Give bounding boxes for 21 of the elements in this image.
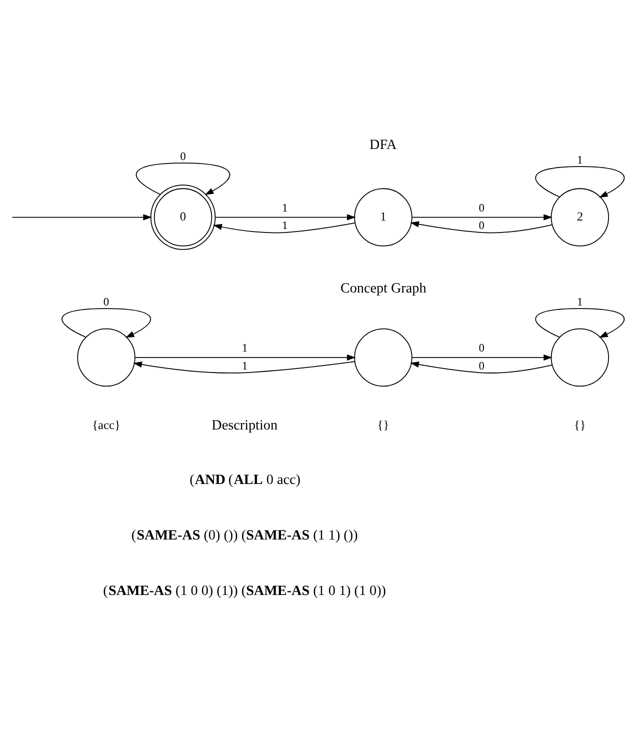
edge-label: 1 xyxy=(242,360,248,372)
edge-label: 0 xyxy=(478,342,484,354)
label: DFA xyxy=(370,136,397,152)
label: (SAME-AS (0) ()) (SAME-AS (1 1) ()) xyxy=(131,526,358,543)
node-label: {acc} xyxy=(92,418,120,432)
edge-label: 0 xyxy=(478,220,484,232)
edge-label: 0 xyxy=(478,360,484,372)
edge-label: 1 xyxy=(577,154,583,166)
label: Description xyxy=(212,416,278,433)
edge-label: 1 xyxy=(282,202,288,214)
label: Concept Graph xyxy=(340,280,426,296)
edge-label: 0 xyxy=(103,296,110,308)
label: (SAME-AS (1 0 0) (1)) (SAME-AS (1 0 1) (1 0)) xyxy=(103,582,386,599)
edge-label: 0 xyxy=(478,202,484,214)
edge-label: 1 xyxy=(577,296,583,308)
node-label: {} xyxy=(377,418,390,432)
edge-label: 0 xyxy=(180,150,186,162)
edge-label: 1 xyxy=(282,220,288,232)
label: (AND (ALL 0 acc) xyxy=(190,471,300,488)
node-label: {} xyxy=(574,418,586,432)
edge-label: 1 xyxy=(242,342,248,354)
